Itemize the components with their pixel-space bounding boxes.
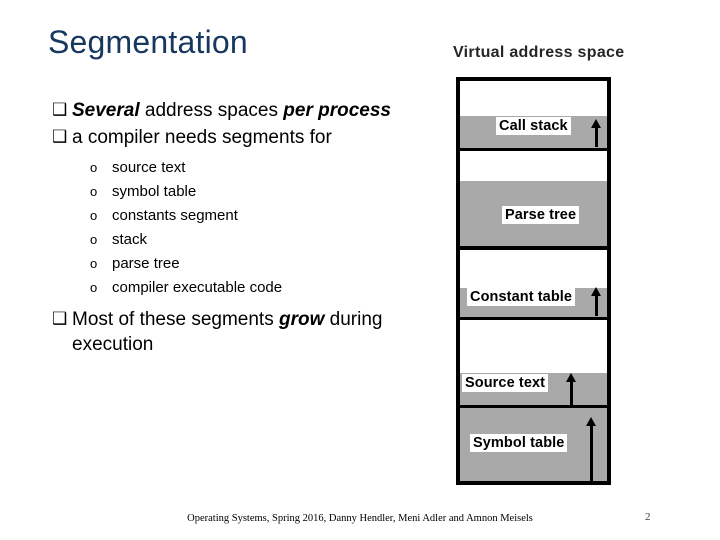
segment-label-call-stack: Call stack bbox=[496, 117, 571, 136]
segment-label-constant-table: Constant table bbox=[467, 288, 576, 307]
bullet-item-segments-grow: ❑ Most of these segments grow during exe… bbox=[52, 307, 417, 358]
growth-arrow-up-icon bbox=[591, 119, 602, 147]
segment-constant-table: Constant table bbox=[460, 250, 607, 317]
diagram-title: Virtual address space bbox=[453, 44, 625, 61]
segment-label-parse-tree: Parse tree bbox=[502, 206, 580, 225]
list-item: o source text bbox=[52, 158, 417, 178]
emph-grow: grow bbox=[279, 309, 325, 331]
segment-boundary bbox=[456, 405, 611, 408]
bullet-marker-circle-icon: o bbox=[90, 207, 98, 223]
bullet-marker-circle-icon: o bbox=[90, 279, 98, 295]
segment-source-text: Source text bbox=[460, 320, 607, 405]
bullet-item-compiler-needs-segments: ❑ a compiler needs segments for bbox=[52, 125, 417, 150]
list-item: o stack bbox=[52, 230, 417, 250]
bullet-marker-circle-icon: o bbox=[90, 231, 98, 247]
segment-boundary bbox=[456, 317, 611, 320]
bullet-marker-circle-icon: o bbox=[90, 183, 98, 199]
text-most-of-these: Most of these segments bbox=[72, 309, 279, 331]
emph-per-process: per process bbox=[283, 100, 391, 121]
page-title: Segmentation bbox=[48, 24, 248, 60]
sub-bullet-label: parse tree bbox=[112, 254, 180, 272]
segment-boundary bbox=[456, 148, 611, 151]
segment-boundary-bottom bbox=[456, 481, 611, 485]
segment-boundary bbox=[456, 246, 611, 250]
bullet-text-compiler-needs-segments: a compiler needs segments for bbox=[72, 127, 332, 149]
emph-several: Several bbox=[72, 100, 140, 121]
segment-parse-tree: Parse tree bbox=[460, 151, 607, 246]
bullet-text-segments-grow: Most of these segments grow during execu… bbox=[72, 307, 417, 358]
bullet-text-several-address-spaces: Several address spaces per process bbox=[72, 98, 417, 123]
segment-label-symbol-table: Symbol table bbox=[470, 434, 568, 453]
bullet-marker-square-icon: ❑ bbox=[52, 127, 68, 147]
text-address-spaces: address spaces bbox=[139, 100, 284, 121]
list-item: o symbol table bbox=[52, 182, 417, 202]
bullet-marker-circle-icon: o bbox=[90, 255, 98, 271]
segment-label-source-text: Source text bbox=[462, 374, 549, 393]
page-number: 2 bbox=[645, 511, 651, 523]
virtual-address-space-diagram: Virtual address space Call stack Parse t… bbox=[440, 44, 670, 494]
segment-symbol-table: Symbol table bbox=[460, 408, 607, 481]
footer-text: Operating Systems, Spring 2016, Danny He… bbox=[187, 513, 533, 524]
bullet-body: ❑ Several address spaces per process ❑ a… bbox=[52, 98, 417, 360]
text-during-execution: during execution bbox=[72, 309, 383, 356]
bullet-marker-square-icon: ❑ bbox=[52, 309, 68, 329]
segment-call-stack: Call stack bbox=[460, 81, 607, 148]
segment-boundary-top bbox=[456, 77, 611, 81]
growth-arrow-up-icon bbox=[566, 373, 577, 405]
growth-arrow-up-icon bbox=[591, 287, 602, 316]
sub-bullet-list: o source text o symbol table o constants… bbox=[52, 158, 417, 298]
growth-arrow-up-icon bbox=[586, 417, 597, 481]
list-item: o compiler executable code bbox=[52, 278, 417, 298]
sub-bullet-label: stack bbox=[112, 230, 148, 248]
list-item: o parse tree bbox=[52, 254, 417, 274]
bullet-marker-circle-icon: o bbox=[90, 159, 98, 175]
address-space-column: Call stack Parse tree Constant table bbox=[456, 77, 611, 485]
sub-bullet-label: source text bbox=[112, 158, 186, 176]
bullet-item-several-address-spaces: ❑ Several address spaces per process bbox=[52, 98, 417, 123]
bullet-marker-square-icon: ❑ bbox=[52, 100, 68, 119]
sub-bullet-label: compiler executable code bbox=[112, 278, 283, 296]
list-item: o constants segment bbox=[52, 206, 417, 226]
sub-bullet-label: constants segment bbox=[112, 206, 238, 224]
sub-bullet-label: symbol table bbox=[112, 182, 197, 200]
